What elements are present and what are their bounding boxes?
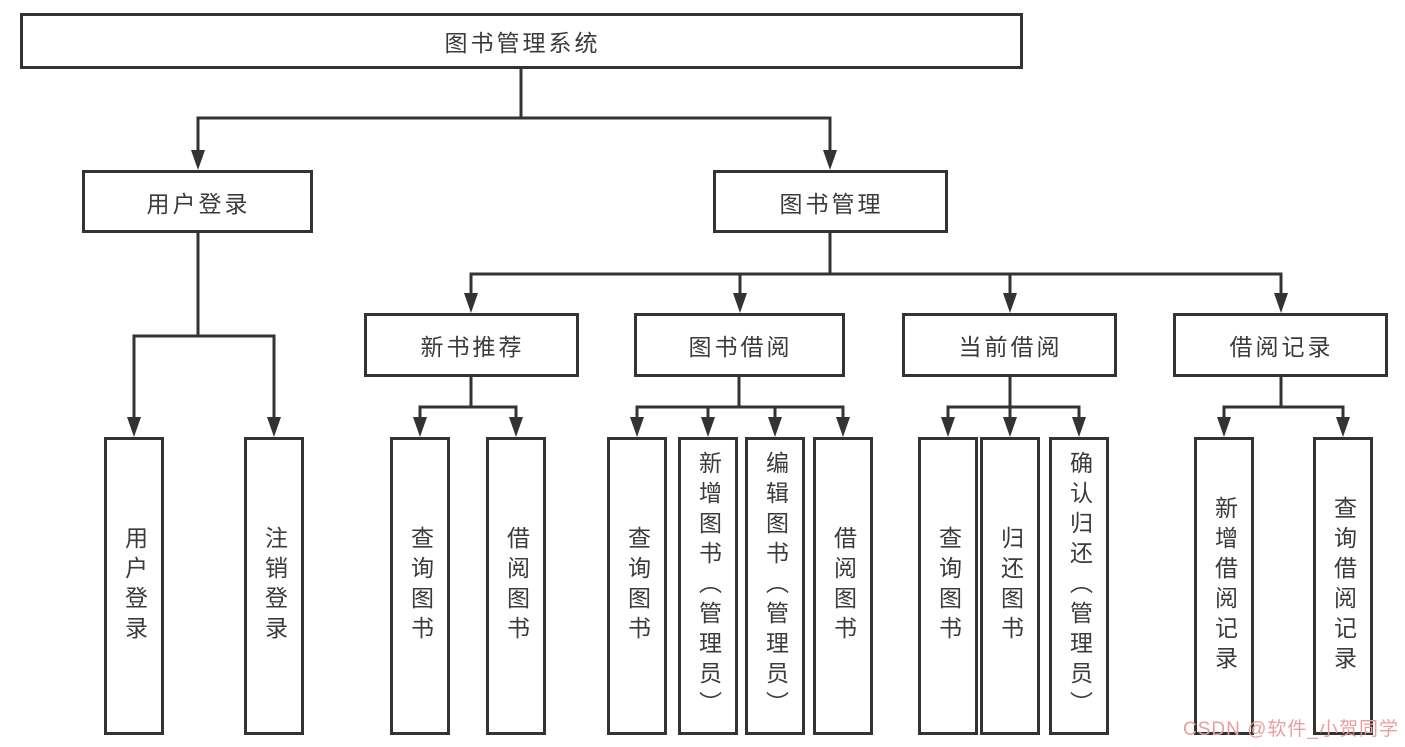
leaf-logout: 注销登录 xyxy=(244,437,304,735)
node-user-login: 用户登录 xyxy=(82,170,313,233)
node-label: 新增图书（管理员） xyxy=(695,451,722,721)
node-label: 当前借阅 xyxy=(958,334,1063,360)
node-label: 借阅图书 xyxy=(830,526,857,646)
leaf-records-add-record: 新增借阅记录 xyxy=(1194,437,1254,735)
node-label: 新书推荐 xyxy=(420,334,525,360)
node-book-borrow: 图书借阅 xyxy=(634,313,845,377)
node-label: 图书管理系统 xyxy=(444,30,601,56)
leaf-newbook-borrow-books: 借阅图书 xyxy=(486,437,546,735)
leaf-current-query-books: 查询图书 xyxy=(918,437,978,735)
node-label: 查询借阅记录 xyxy=(1330,496,1357,676)
node-current-borrow: 当前借阅 xyxy=(902,313,1117,377)
leaf-current-return-books: 归还图书 xyxy=(980,437,1040,735)
leaf-borrow-query-books: 查询图书 xyxy=(607,437,667,735)
leaf-current-confirm-return-admin: 确认归还（管理员） xyxy=(1049,437,1109,735)
node-root-system: 图书管理系统 xyxy=(20,13,1023,69)
node-label: 用户登录 xyxy=(121,526,148,646)
leaf-newbook-query-books: 查询图书 xyxy=(390,437,450,735)
node-label: 编辑图书（管理员） xyxy=(762,451,789,721)
leaf-borrow-borrow-books: 借阅图书 xyxy=(813,437,873,735)
leaf-borrow-add-books-admin: 新增图书（管理员） xyxy=(678,437,738,735)
node-book-management: 图书管理 xyxy=(713,170,948,233)
node-label: 图书管理 xyxy=(779,190,884,217)
node-label: 确认归还（管理员） xyxy=(1066,451,1093,721)
node-label: 借阅记录 xyxy=(1229,334,1334,360)
node-label: 注销登录 xyxy=(261,526,288,646)
leaf-records-query-record: 查询借阅记录 xyxy=(1313,437,1373,735)
node-borrow-records: 借阅记录 xyxy=(1173,313,1388,377)
node-new-book-recommend: 新书推荐 xyxy=(364,313,579,377)
node-label: 查询图书 xyxy=(935,526,962,646)
node-label: 新增借阅记录 xyxy=(1211,496,1238,676)
csdn-watermark: CSDN @软件_小贺同学 xyxy=(1183,719,1399,740)
node-label: 查询图书 xyxy=(407,526,434,646)
node-label: 借阅图书 xyxy=(503,526,530,646)
node-label: 查询图书 xyxy=(624,526,651,646)
leaf-user-login: 用户登录 xyxy=(104,437,164,735)
node-label: 用户登录 xyxy=(146,190,251,217)
leaf-borrow-edit-books-admin: 编辑图书（管理员） xyxy=(745,437,805,735)
node-label: 图书借阅 xyxy=(688,334,793,360)
node-label: 归还图书 xyxy=(997,526,1024,646)
